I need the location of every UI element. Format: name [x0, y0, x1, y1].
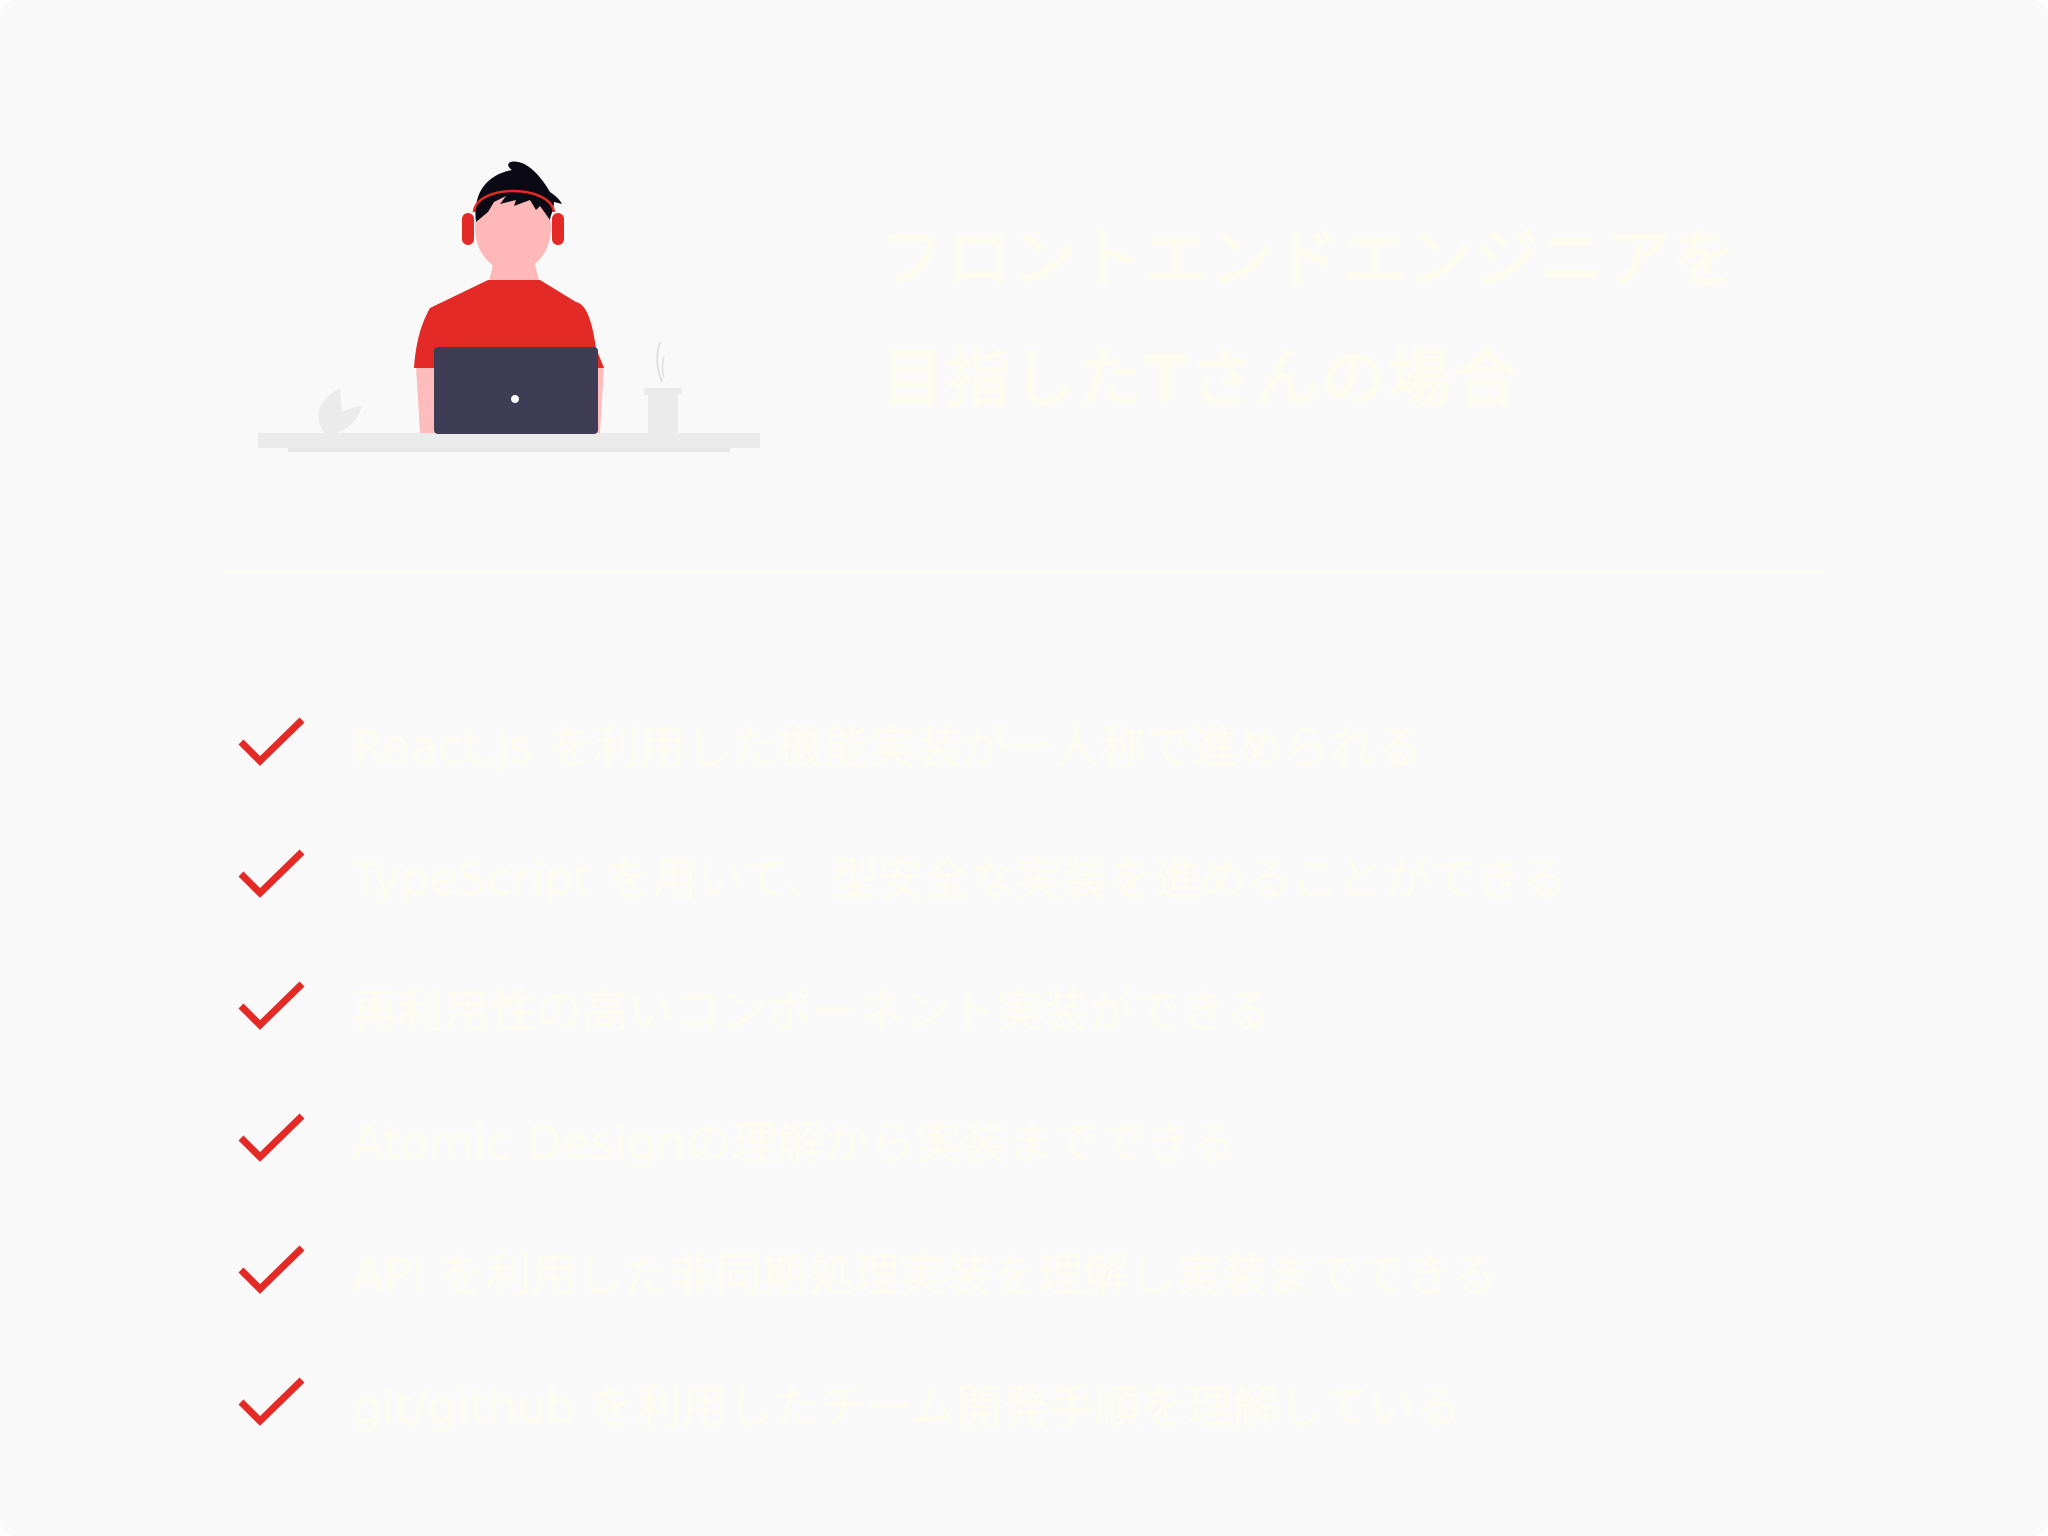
head	[475, 184, 551, 272]
checkmark-icon	[238, 1377, 305, 1426]
title-line-1: フロントエンドエンジニアを	[880, 223, 1738, 297]
checklist-item: Atomic Designの理解から実装までできる	[232, 1074, 1567, 1206]
checklist-item: TypeScript を用いて、型安全な実装を進めることができる	[232, 810, 1567, 942]
skills-checklist: React.js を利用した機能実装が一人称で進められる TypeScript …	[232, 680, 1567, 1470]
laptop-icon	[434, 347, 598, 434]
checklist-item: React.js を利用した機能実装が一人称で進められる	[232, 678, 1567, 810]
plant-icon	[318, 388, 362, 434]
checklist-item-label: Atomic Designの理解から実装までできる	[352, 1116, 1237, 1170]
engineer-illustration	[258, 161, 760, 452]
checklist-item: 再利用性の高いコンポーネント実装ができる	[232, 942, 1567, 1074]
cup-icon	[644, 341, 682, 433]
checkmark-icon	[238, 981, 305, 1030]
headphones-icon	[462, 189, 564, 245]
desk-surface	[258, 433, 760, 448]
checkmark-icon	[238, 717, 305, 766]
checklist-item: API を利用した非同期処理実装を理解し実装までできる	[232, 1206, 1567, 1338]
checklist-item-label: React.js を利用した機能実装が一人称で進められる	[352, 720, 1422, 774]
checklist-item-label: TypeScript を用いて、型安全な実装を進めることができる	[352, 852, 1568, 906]
checkmark-icon	[238, 1245, 305, 1294]
checkmark-icon	[238, 1113, 305, 1162]
title-line-2: 目指したTさんの場合	[880, 343, 1520, 417]
checklist-item: git/github を利用したチーム開発手順を理解している	[232, 1338, 1567, 1470]
checklist-item-label: 再利用性の高いコンポーネント実装ができる	[352, 984, 1272, 1038]
checkmark-icon	[238, 849, 305, 898]
checklist-item-label: git/github を利用したチーム開発手順を理解している	[352, 1380, 1461, 1434]
section-divider	[224, 570, 1824, 573]
desk-edge	[288, 448, 730, 452]
checklist-item-label: API を利用した非同期処理実装を理解し実装までできる	[352, 1248, 1497, 1302]
page-title: フロントエンドエンジニアを 目指したTさんの場合	[880, 200, 1880, 440]
